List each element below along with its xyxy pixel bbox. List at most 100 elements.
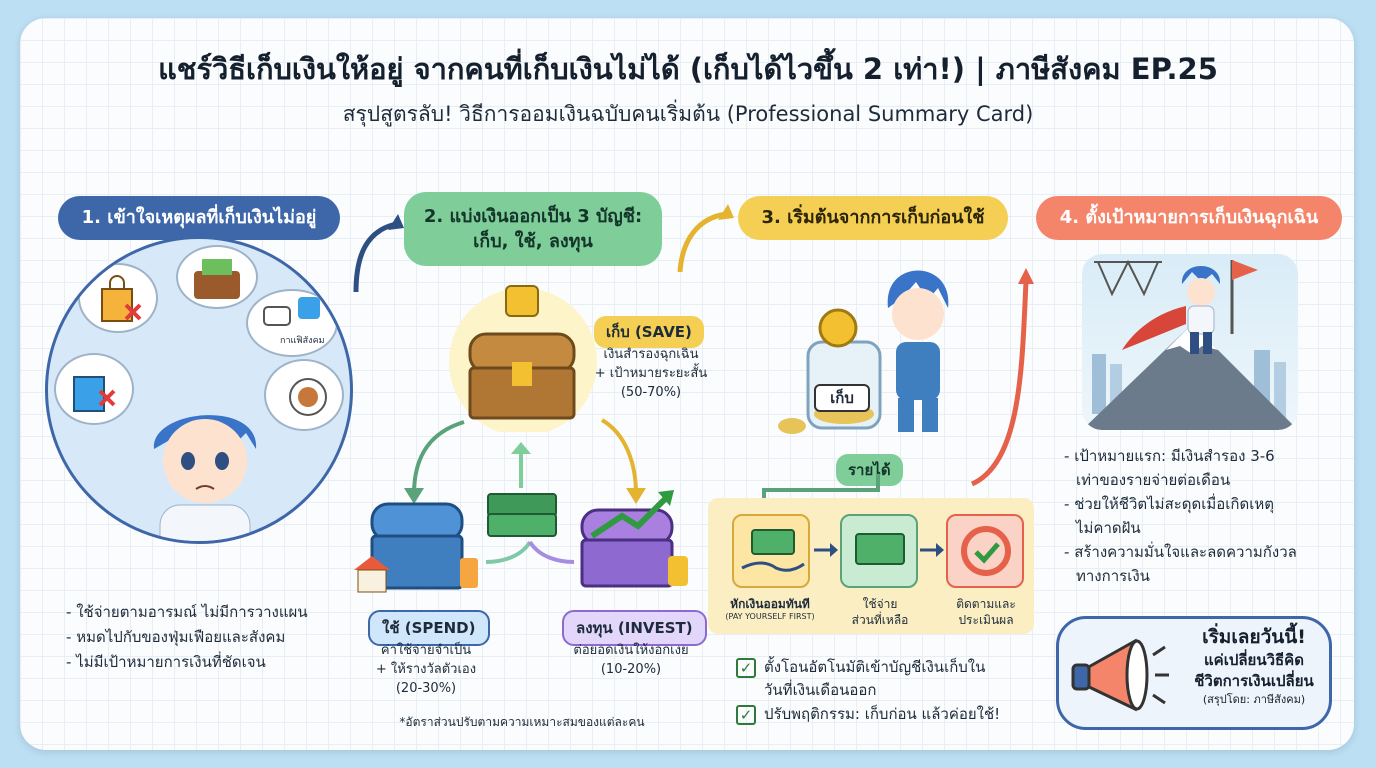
cta-line3: ชีวิตการเงินเปลี่ยน [1194, 671, 1314, 690]
shopping-bag-icon [101, 275, 142, 322]
cta-credit: (สรุปโดย: ภาษีสังคม) [1202, 692, 1306, 706]
arrow-1-to-2-icon [353, 214, 404, 293]
spend-desc: ค่าใช้จ่ายจำเป็น + ให้รางวัลตัวเอง (20-3… [346, 642, 506, 699]
check-item-1-line2: วันที่เงินเดือนออก [764, 680, 877, 699]
spend-desc-line2: + ให้รางวัลตัวเอง [375, 661, 477, 677]
page-subtitle: สรุปสูตรลับ! วิธีการออมเงินฉบับคนเริ่มต้… [342, 102, 1034, 126]
spend-desc-line3: (20-30%) [395, 680, 457, 696]
save-desc-line2: + เป้าหมายระยะสั้น [594, 365, 708, 381]
flow-step-3 [946, 514, 1024, 588]
jar-label: เก็บ [814, 384, 870, 412]
cta-line1: เริ่มเลยวันนี้! [1202, 626, 1306, 648]
flow-label-2-line1: ใช้จ่าย [862, 597, 898, 611]
income-tag: รายได้ [836, 454, 903, 486]
thought-bubble [78, 263, 158, 333]
step-3-header: 3. เริ่มต้นจากการเก็บก่อนใช้ [738, 196, 1008, 240]
food-plate-icon [289, 378, 327, 416]
house-icon [354, 556, 390, 570]
save-chest-icon [449, 285, 597, 432]
list-item-line1: ช่วยให้ชีวิตไม่สะดุดเมื่อเกิดเหตุ [1074, 495, 1274, 513]
call-to-action-box: เริ่มเลยวันนี้! แค่เปลี่ยนวิธีคิด ชีวิตก… [1056, 616, 1332, 730]
list-item: เป้าหมายแรก: มีเงินสำรอง 3-6 เท่าของรายจ่… [1064, 444, 1297, 492]
list-item-line2: ทางการเงิน [1076, 567, 1150, 585]
list-item-line1: เป้าหมายแรก: มีเงินสำรอง 3-6 [1074, 447, 1275, 465]
checkbox-icon: ✓ [736, 658, 756, 678]
list-item: ช่วยให้ชีวิตไม่สะดุดเมื่อเกิดเหตุไม่คาดฝ… [1064, 492, 1297, 540]
step-2-header-line1: 2. แบ่งเงินออกเป็น 3 บัญชี: [423, 205, 643, 227]
flow-step-1 [732, 514, 810, 588]
list-item-line2: ไม่คาดฝัน [1076, 519, 1141, 537]
thought-bubble [264, 359, 344, 431]
arrow-up-icon [511, 442, 531, 488]
money-stack-icon [487, 493, 557, 537]
flow-label-3: ติดตามและ ประเมินผล [936, 596, 1036, 628]
invest-desc: ต่อยอดเงินให้งอกเงย (10-20%) [556, 642, 706, 680]
save-desc-line3: (50-70%) [620, 384, 682, 400]
target-icon [961, 526, 1011, 576]
flow-label-1-line2: (PAY YOURSELF FIRST) [725, 612, 815, 622]
worried-person-bubble: กาแฟิสังคม [45, 236, 353, 544]
flow-label-3-line1: ติดตามและ [956, 597, 1016, 611]
step-4-bullets: เป้าหมายแรก: มีเงินสำรอง 3-6 เท่าของรายจ่… [1064, 444, 1297, 588]
flow-label-3-line2: ประเมินผล [958, 613, 1014, 628]
invest-desc-line1: ต่อยอดเงินให้งอกเงย [573, 643, 689, 658]
cta-line2: แค่เปลี่ยนวิธีคิด [1204, 650, 1304, 669]
save-desc-line1: เงินสำรองฉุกเฉิน [603, 347, 699, 362]
thought-text: กาแฟิสังคม [280, 336, 325, 346]
flag-icon [1232, 260, 1258, 280]
growth-arrow-icon [590, 493, 671, 539]
worried-boy-icon [153, 415, 257, 541]
cta-text: เริ่มเลยวันนี้! แค่เปลี่ยนวิธีคิด ชีวิตก… [1179, 625, 1329, 708]
invest-chest-icon [580, 490, 688, 588]
arrow-3-to-4-icon [970, 268, 1034, 487]
flow-label-1: หักเงินออมทันที (PAY YOURSELF FIRST) [720, 596, 820, 623]
list-item-line2: เท่าของรายจ่ายต่อเดือน [1076, 471, 1231, 489]
flow-step-2 [840, 514, 918, 588]
flow-label-2: ใช้จ่าย ส่วนที่เหลือ [830, 596, 930, 628]
cash-hand-icon [741, 529, 805, 572]
thought-bubble: กาแฟิสังคม [246, 289, 338, 357]
step-4-header: 4. ตั้งเป้าหมายการเก็บเงินฉุกเฉิน [1036, 196, 1342, 240]
lock-icon [505, 285, 539, 317]
coin-icon [818, 308, 858, 348]
money-stack-icon [855, 533, 905, 565]
megaphone-icon [1071, 638, 1169, 712]
thought-bubble [54, 353, 134, 425]
invest-desc-line2: (10-20%) [600, 661, 662, 677]
ratio-note: *อัตราส่วนปรับตามความเหมาะสมของแต่ละคน [399, 715, 645, 729]
summit-illustration [1082, 254, 1298, 430]
arrow-2-to-3-icon [677, 204, 734, 273]
saving-boy-illustration [778, 270, 949, 434]
flow-arrow-icon [814, 543, 838, 557]
page-title: แชร์วิธีเก็บเงินให้อยู่ จากคนที่เก็บเงิน… [158, 52, 1218, 86]
save-desc: เงินสำรองฉุกเฉิน + เป้าหมายระยะสั้น (50-… [586, 346, 716, 403]
flow-arrow-icon [920, 543, 944, 557]
checkbox-icon: ✓ [736, 705, 756, 725]
spend-desc-line1: ค่าใช้จ่ายจำเป็น [380, 643, 472, 658]
coffee-icon [263, 297, 320, 326]
list-item-line1: สร้างความมั่นใจและลดความกังวล [1074, 543, 1297, 561]
step-3-checklist: ✓ ตั้งโอนอัตโนมัติเข้าบัญชีเงินเก็บใน วั… [736, 656, 1000, 728]
spend-tag: ใช้ (SPEND) [368, 610, 490, 646]
step-2-header: 2. แบ่งเงินออกเป็น 3 บัญชี: เก็บ, ใช้, ล… [404, 192, 662, 266]
list-item: ใช้จ่ายตามอารมณ์ ไม่มีการวางแผน [66, 600, 307, 625]
flow-label-1-line1: หักเงินออมทันที [730, 597, 810, 611]
list-item: ไม่มีเป้าหมายการเงินที่ชัดเจน [66, 650, 308, 675]
mountain-hero-icon [1082, 259, 1298, 430]
list-item: หมดไปกับของฟุ่มเฟือยและสังคม [66, 625, 308, 650]
shopping-bag-icon [73, 376, 116, 412]
check-item-2: ปรับพฤติกรรม: เก็บก่อน แล้วค่อยใช้! [764, 705, 1001, 723]
flow-label-2-line2: ส่วนที่เหลือ [851, 613, 909, 628]
step-1-header: 1. เข้าใจเหตุผลที่เก็บเงินไม่อยู่ [58, 196, 340, 240]
wallet-icon [194, 259, 240, 299]
split-arrows-icon [485, 540, 575, 564]
check-item-1-line1: ตั้งโอนอัตโนมัติเข้าบัญชีเงินเก็บใน [764, 658, 986, 676]
spend-chest-icon [354, 502, 478, 593]
arrow-to-invest-icon [600, 418, 646, 504]
thought-bubble [176, 245, 258, 309]
arrow-to-spend-icon [404, 420, 465, 504]
invest-tag: ลงทุน (INVEST) [562, 610, 707, 646]
step-2-header-line2: เก็บ, ใช้, ลงทุน [473, 231, 593, 252]
save-tag: เก็บ (SAVE) [594, 316, 704, 348]
